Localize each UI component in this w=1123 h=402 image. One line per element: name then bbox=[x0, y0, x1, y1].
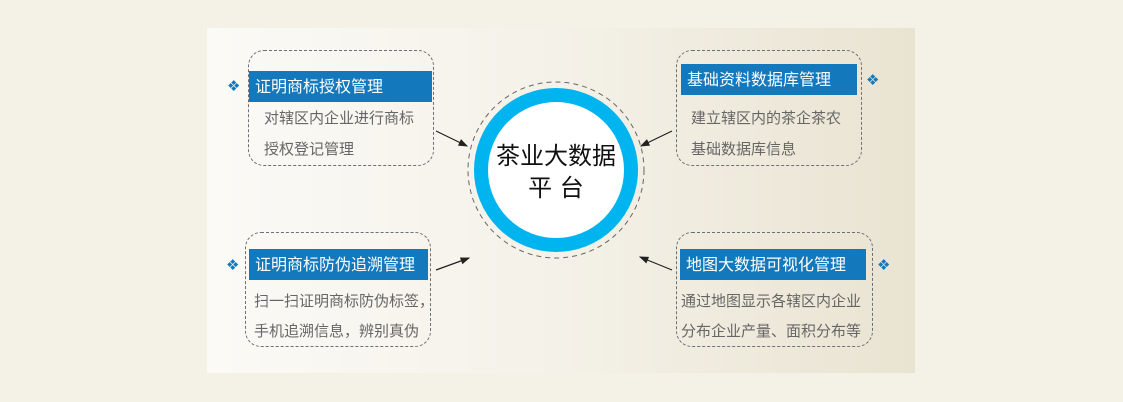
module-desc: 分布企业产量、面积分布等 bbox=[681, 322, 862, 340]
module-desc: 对辖区内企业进行商标 bbox=[264, 109, 415, 127]
diamond-cluster-icon: ❖ bbox=[227, 77, 241, 95]
module-desc: 基础数据库信息 bbox=[691, 140, 797, 158]
center-ring bbox=[474, 88, 638, 252]
arrow-bl bbox=[435, 257, 471, 271]
diamond-cluster-icon: ❖ bbox=[866, 71, 880, 89]
arrow-br bbox=[638, 256, 673, 271]
diamond-cluster-icon: ❖ bbox=[877, 256, 891, 274]
module-box-trademark-auth bbox=[248, 50, 434, 166]
module-box-anti-counterfeit bbox=[245, 232, 431, 347]
module-title: 地图大数据可视化管理 bbox=[680, 249, 866, 280]
module-desc: 通过地图显示各辖区内企业 bbox=[681, 292, 862, 310]
module-title: 证明商标授权管理 bbox=[249, 71, 432, 102]
module-desc: 手机追溯信息，辨别真伪 bbox=[254, 322, 420, 340]
center-title-line2: 平 台 bbox=[528, 174, 584, 202]
module-title: 证明商标防伪追溯管理 bbox=[249, 249, 428, 280]
module-title: 基础资料数据库管理 bbox=[681, 64, 857, 95]
diamond-cluster-icon: ❖ bbox=[226, 256, 240, 274]
module-desc: 扫一扫证明商标防伪标签， bbox=[254, 292, 435, 310]
module-desc: 授权登记管理 bbox=[264, 140, 355, 158]
center-title-line1: 茶业大数据 bbox=[496, 142, 616, 170]
center-title: 茶业大数据 平 台 bbox=[476, 140, 636, 204]
center-dashed-outline bbox=[467, 81, 645, 259]
module-box-basic-db bbox=[676, 50, 862, 166]
module-desc: 建立辖区内的茶企茶农 bbox=[691, 109, 842, 127]
arrow-tl bbox=[435, 130, 469, 147]
arrow-tr bbox=[639, 130, 673, 147]
module-box-map-visualization bbox=[676, 232, 873, 347]
